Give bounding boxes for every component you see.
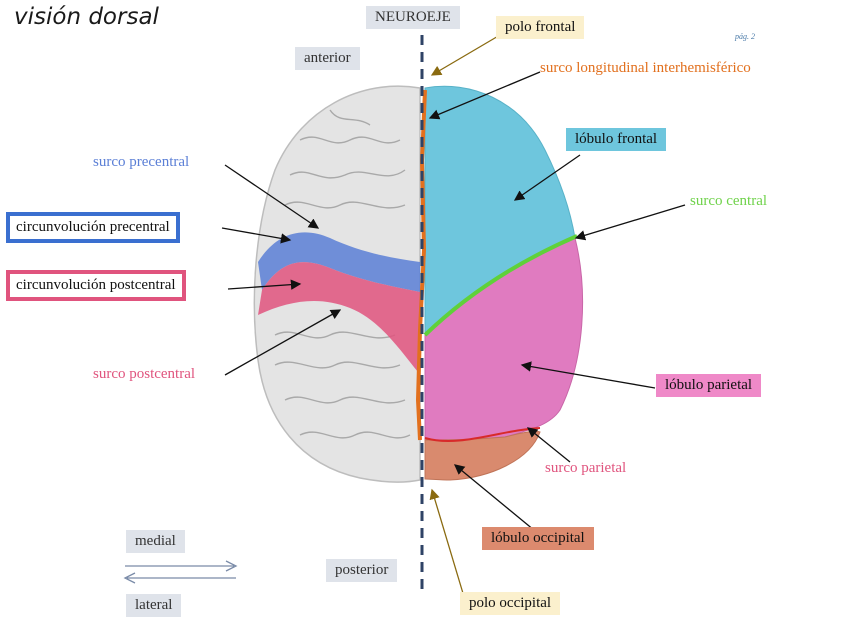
surco-precentral-label: surco precentral <box>93 154 190 170</box>
polo-occipital-label: polo occipital <box>460 592 561 615</box>
leader-lobulo-occipital <box>453 464 541 536</box>
leader-polo-occipital <box>429 488 466 601</box>
medial-lateral-arrows <box>123 560 238 584</box>
page-title: visión dorsal <box>14 4 159 30</box>
page-number: pág. 2 <box>735 32 755 41</box>
leader-surco-central <box>574 204 686 241</box>
leader-circ-postcentral <box>227 279 302 290</box>
leader-lobulo-frontal <box>513 154 581 201</box>
polo-frontal-label: polo frontal <box>496 16 585 39</box>
gyri-texture <box>274 109 411 439</box>
lobulo-occipital-label: lóbulo occipital <box>482 527 594 550</box>
lobulo-parietal-label: lóbulo parietal <box>656 374 762 397</box>
neuroeje-label: NEUROEJE <box>366 6 460 29</box>
central-sulcus-line <box>423 234 578 337</box>
leader-surco-postcentral <box>224 309 342 376</box>
lateral-label: lateral <box>126 594 182 617</box>
medial-label: medial <box>126 530 185 553</box>
circunvolucion-precentral-label: circunvolución precentral <box>6 212 180 243</box>
leader-circ-precentral <box>221 227 292 244</box>
leader-surco-parietal <box>526 427 571 463</box>
precentral-gyrus-band <box>258 232 420 292</box>
surco-parietal-label: surco parietal <box>545 460 627 476</box>
circunvolucion-postcentral-label: circunvolución postcentral <box>6 270 186 301</box>
leader-polo-frontal <box>430 34 501 76</box>
surco-postcentral-label: surco postcentral <box>93 366 196 382</box>
posterior-label: posterior <box>326 559 398 582</box>
surco-central-label: surco central <box>690 193 768 209</box>
anterior-label: anterior <box>295 47 360 70</box>
leader-surco-longitudinal <box>428 71 541 120</box>
leader-surco-precentral <box>224 164 320 229</box>
lobulo-frontal-label: lóbulo frontal <box>566 128 667 151</box>
leader-lobulo-parietal <box>520 361 656 389</box>
surco-longitudinal-label: surco longitudinal interhemisférico <box>540 60 751 76</box>
